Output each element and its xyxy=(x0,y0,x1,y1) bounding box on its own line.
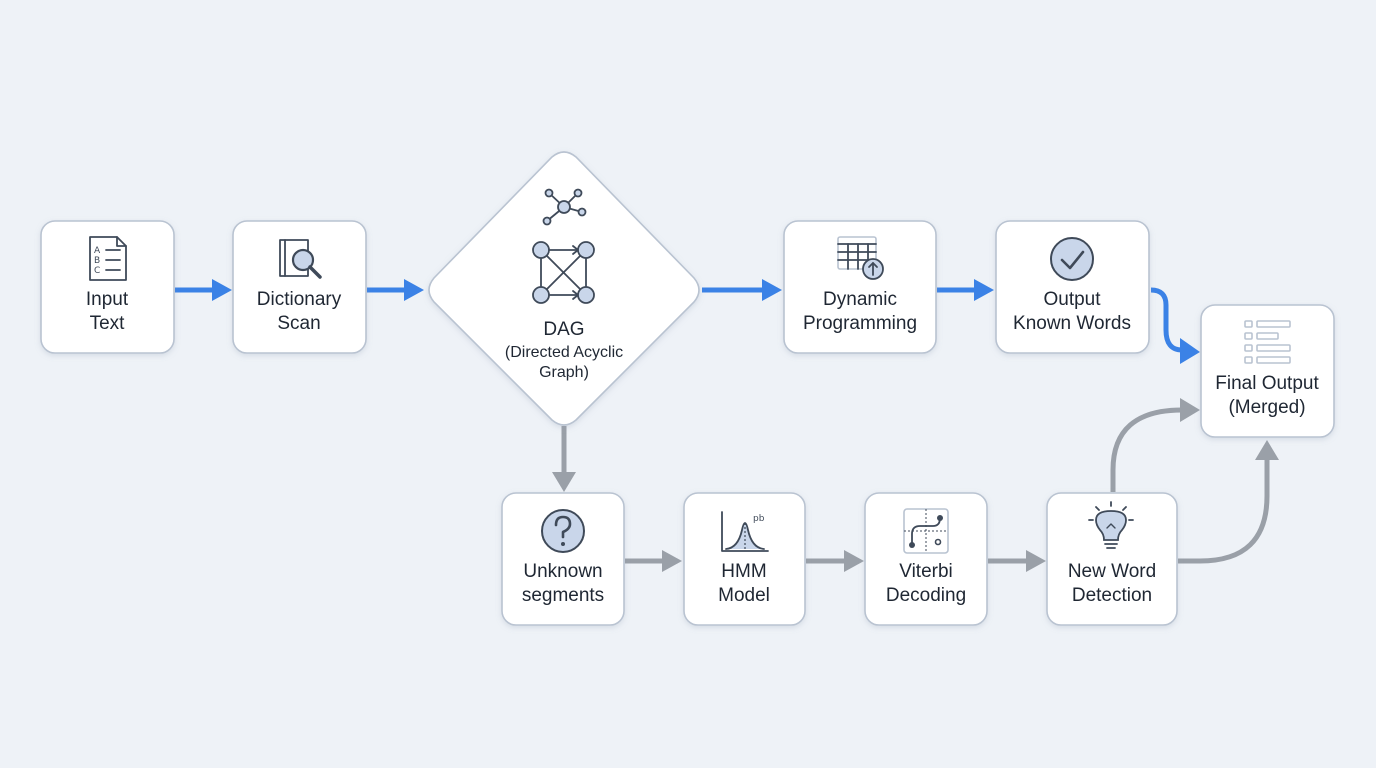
hmm-icon-label: pb xyxy=(753,514,765,524)
node-viterbi-label-1: Viterbi xyxy=(899,561,953,582)
node-dag-label-1: DAG xyxy=(543,319,584,340)
node-output-known-words[interactable]: Output Known Words xyxy=(995,220,1150,354)
node-input-text[interactable]: A B C Input Text xyxy=(40,220,175,354)
arrow-dynamic-to-known xyxy=(937,279,994,301)
node-viterbi-label-2: Decoding xyxy=(886,585,966,606)
arrow-dictionary-to-dag xyxy=(367,279,424,301)
node-hmm-label-2: Model xyxy=(718,585,770,606)
distribution-curve-icon: pb xyxy=(721,511,769,552)
node-dictionary-label-2: Scan xyxy=(277,313,320,334)
node-viterbi-decoding[interactable]: Viterbi Decoding xyxy=(864,492,988,626)
arrow-dag-to-unknown xyxy=(552,426,576,492)
node-hmm-label-1: HMM xyxy=(721,561,766,582)
node-newword-label-1: New Word xyxy=(1068,561,1156,582)
network-nodes-icon xyxy=(542,188,587,226)
node-known-label-2: Known Words xyxy=(1013,313,1131,334)
node-input-label-1: Input xyxy=(86,289,129,310)
node-newword-label-2: Detection xyxy=(1072,585,1152,606)
node-new-word-detection[interactable]: New Word Detection xyxy=(1046,492,1178,626)
node-unknown-label-1: Unknown xyxy=(523,561,602,582)
node-unknown-label-2: segments xyxy=(522,585,604,606)
node-dictionary-label-1: Dictionary xyxy=(257,289,342,310)
arrow-viterbi-to-newword xyxy=(988,550,1046,572)
book-search-icon xyxy=(279,239,322,279)
node-input-label-2: Text xyxy=(90,313,126,334)
icon-letter-b: B xyxy=(94,256,100,266)
lightbulb-icon xyxy=(1088,501,1134,549)
document-list-icon: A B C xyxy=(89,236,127,281)
node-dag-label-2: (Directed Acyclic xyxy=(505,344,623,361)
node-final-label-2: (Merged) xyxy=(1228,397,1305,418)
check-circle-icon xyxy=(1050,237,1094,281)
node-final-output[interactable]: Final Output (Merged) xyxy=(1200,304,1335,438)
arrow-newword-to-final-top xyxy=(1110,398,1200,492)
node-dynamic-label-2: Programming xyxy=(803,313,917,334)
arrow-newword-to-final-bottom xyxy=(1178,440,1279,564)
path-grid-icon xyxy=(903,508,949,554)
list-icon xyxy=(1244,320,1291,364)
arrow-unknown-to-hmm xyxy=(625,550,682,572)
arrow-known-to-final xyxy=(1150,287,1200,364)
node-final-label-1: Final Output xyxy=(1215,373,1319,394)
graph-network-icon xyxy=(532,241,595,304)
icon-letter-a: A xyxy=(94,246,101,256)
table-arrow-icon xyxy=(837,236,884,280)
node-dictionary-scan[interactable]: Dictionary Scan xyxy=(232,220,367,354)
icon-letter-c: C xyxy=(94,266,100,276)
node-known-label-1: Output xyxy=(1043,289,1101,310)
node-dynamic-programming[interactable]: Dynamic Programming xyxy=(783,220,937,354)
arrow-input-to-dictionary xyxy=(175,279,232,301)
node-dag[interactable]: DAG (Directed Acyclic Graph) xyxy=(428,151,700,426)
node-dag-label-3: Graph) xyxy=(539,364,589,381)
node-unknown-segments[interactable]: Unknown segments xyxy=(501,492,625,626)
arrow-dag-to-dynamic xyxy=(702,279,782,301)
arrow-hmm-to-viterbi xyxy=(806,550,864,572)
node-dynamic-label-1: Dynamic xyxy=(823,289,897,310)
node-hmm-model[interactable]: pb HMM Model xyxy=(683,492,806,626)
question-circle-icon xyxy=(541,509,585,553)
